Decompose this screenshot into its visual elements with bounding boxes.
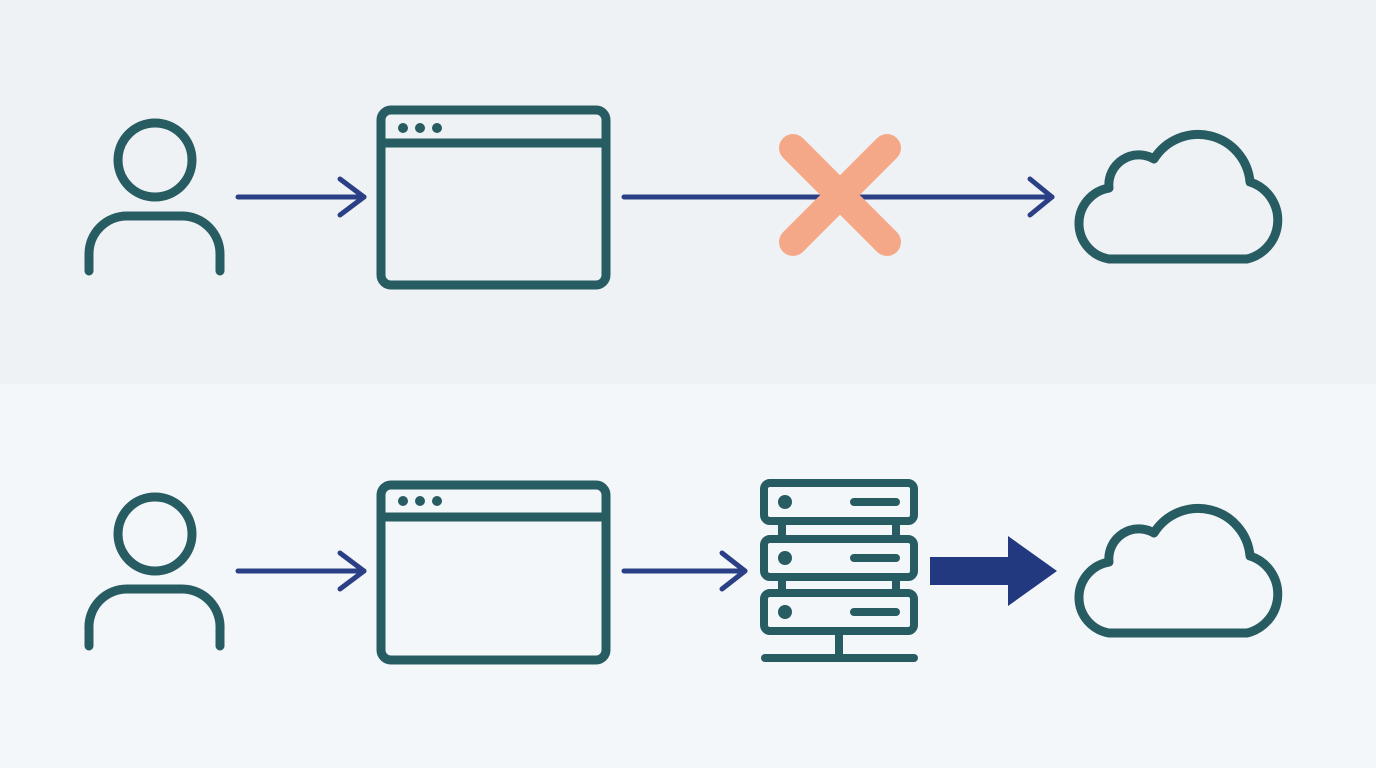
row-via-server-background [0, 384, 1376, 768]
browser-window-icon [376, 480, 611, 665]
cloud-icon [1074, 503, 1283, 638]
row-direct [0, 0, 1376, 384]
row-via-server-canvas [0, 384, 1376, 768]
blocked-x-icon [779, 134, 901, 256]
row-via-server [0, 384, 1376, 768]
browser-window-icon [376, 105, 611, 290]
window-dots-icon [398, 123, 442, 133]
row-direct-background [0, 0, 1376, 384]
arrow-user-to-browser [235, 550, 367, 592]
server-rack-icon [760, 479, 918, 662]
bold-arrow-server-to-cloud [930, 536, 1057, 606]
arrow-browser-to-server [621, 550, 748, 592]
cloud-icon [1074, 129, 1283, 264]
row-direct-canvas [0, 0, 1376, 384]
user-icon [84, 118, 225, 276]
window-dots-icon [398, 496, 442, 506]
arrow-user-to-browser [235, 176, 367, 218]
user-icon [84, 492, 225, 651]
